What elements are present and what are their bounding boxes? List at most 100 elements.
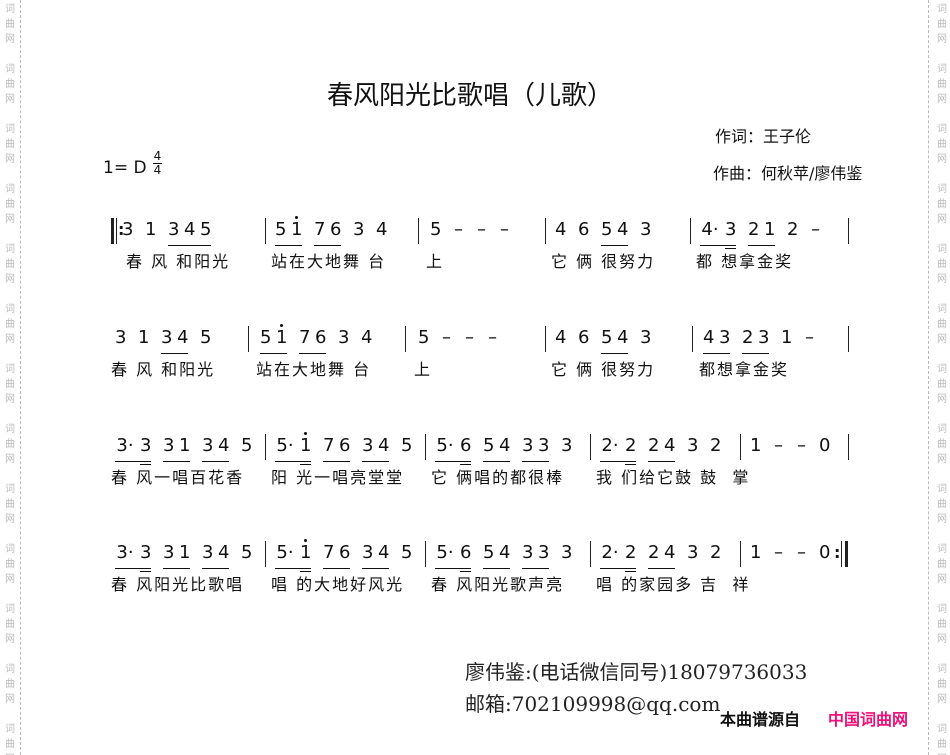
note: 3 [161, 327, 173, 348]
note: 5 [601, 219, 613, 240]
note-group: – [804, 326, 815, 354]
lyric-line: 春 风 和阳光 [126, 252, 231, 271]
watermark-text: 词曲网 [5, 4, 15, 45]
note: 1 [764, 219, 776, 240]
lyric-line: 春 风一唱百花香 [111, 468, 245, 487]
note-group: 5 [401, 434, 412, 462]
note: 1 [750, 542, 762, 563]
note-group: 5 [430, 218, 441, 245]
note: 3 [640, 327, 652, 348]
note: 5 [601, 327, 613, 348]
note: 2 [710, 542, 722, 563]
repeat-start-sign [111, 218, 114, 244]
barline [590, 541, 591, 567]
note: 4 [218, 542, 230, 563]
note: 3 [168, 219, 180, 240]
note: 2 [787, 219, 799, 240]
note: 3 [202, 435, 214, 456]
note: 3 [522, 542, 534, 563]
note: – [442, 327, 451, 348]
note: 5 [241, 542, 253, 563]
note: 1 [750, 435, 762, 456]
note: 4 [555, 327, 567, 348]
barline [545, 326, 546, 352]
note: 3 [687, 542, 699, 563]
barline [690, 218, 691, 244]
note: 4 [376, 219, 388, 240]
note: 5 [483, 435, 495, 456]
lyric-line: 都想拿金奖 [699, 360, 790, 379]
note-group: – [796, 434, 807, 461]
note-group: 3 [115, 326, 126, 354]
note: – [811, 219, 820, 240]
note-group: 6 [578, 326, 589, 354]
note: 1 [291, 216, 302, 242]
note-group: 0 [819, 434, 830, 461]
note: 4 [499, 542, 511, 563]
note-group: 3 [687, 541, 698, 569]
watermark-text: 词曲网 [5, 64, 15, 105]
note: 2 [742, 327, 754, 348]
note-group: 3·3 [115, 434, 151, 465]
note: 3 [353, 219, 365, 240]
note: 5 [401, 542, 413, 563]
note-group: 4 [376, 218, 387, 246]
note-group: 2 [710, 434, 721, 462]
note: – [477, 219, 486, 240]
measure: 5––– [418, 326, 498, 353]
note: 6 [460, 435, 472, 465]
note-group: – [796, 541, 807, 568]
note-group: 2 [710, 541, 721, 569]
watermark-text: 词曲网 [937, 4, 947, 45]
note: 3 [719, 327, 731, 348]
note: 5 [200, 219, 212, 240]
note-group: 3 [353, 218, 364, 246]
lyric-line: 它 俩 很努力 [551, 360, 656, 379]
note: 1 [300, 432, 311, 465]
note: 3· [116, 542, 134, 563]
note: 1 [179, 542, 191, 563]
note-group: 2·2 [600, 541, 636, 572]
source-site-link[interactable]: 中国词曲网 [828, 710, 909, 729]
watermark-text: 词曲网 [937, 124, 947, 165]
barline [848, 218, 849, 244]
note-group: 5 [401, 541, 412, 569]
note: 3· [116, 435, 134, 456]
note: 5· [436, 542, 454, 563]
note: 6 [460, 542, 472, 572]
note: – [454, 219, 463, 240]
note: 1 [300, 539, 311, 572]
time-bottom: 4 [153, 163, 162, 177]
note-group: 4 [555, 326, 566, 354]
lyric-line: 它 俩 很努力 [551, 252, 656, 271]
note-group: – [476, 218, 487, 245]
note-group: 5·1 [275, 432, 311, 465]
barline [418, 218, 419, 244]
note: 4 [218, 435, 230, 456]
note-group: 1 [750, 434, 761, 461]
note: 3 [687, 435, 699, 456]
lyricist-credit: 作词：王子伦 [715, 127, 812, 146]
note: 2 [710, 435, 722, 456]
note: 4 [378, 435, 390, 456]
note: 4 [664, 435, 676, 456]
note: 2 [748, 219, 760, 240]
note: 5 [483, 542, 495, 563]
watermark-text: 词曲网 [5, 364, 15, 405]
note: 2 [625, 435, 637, 465]
